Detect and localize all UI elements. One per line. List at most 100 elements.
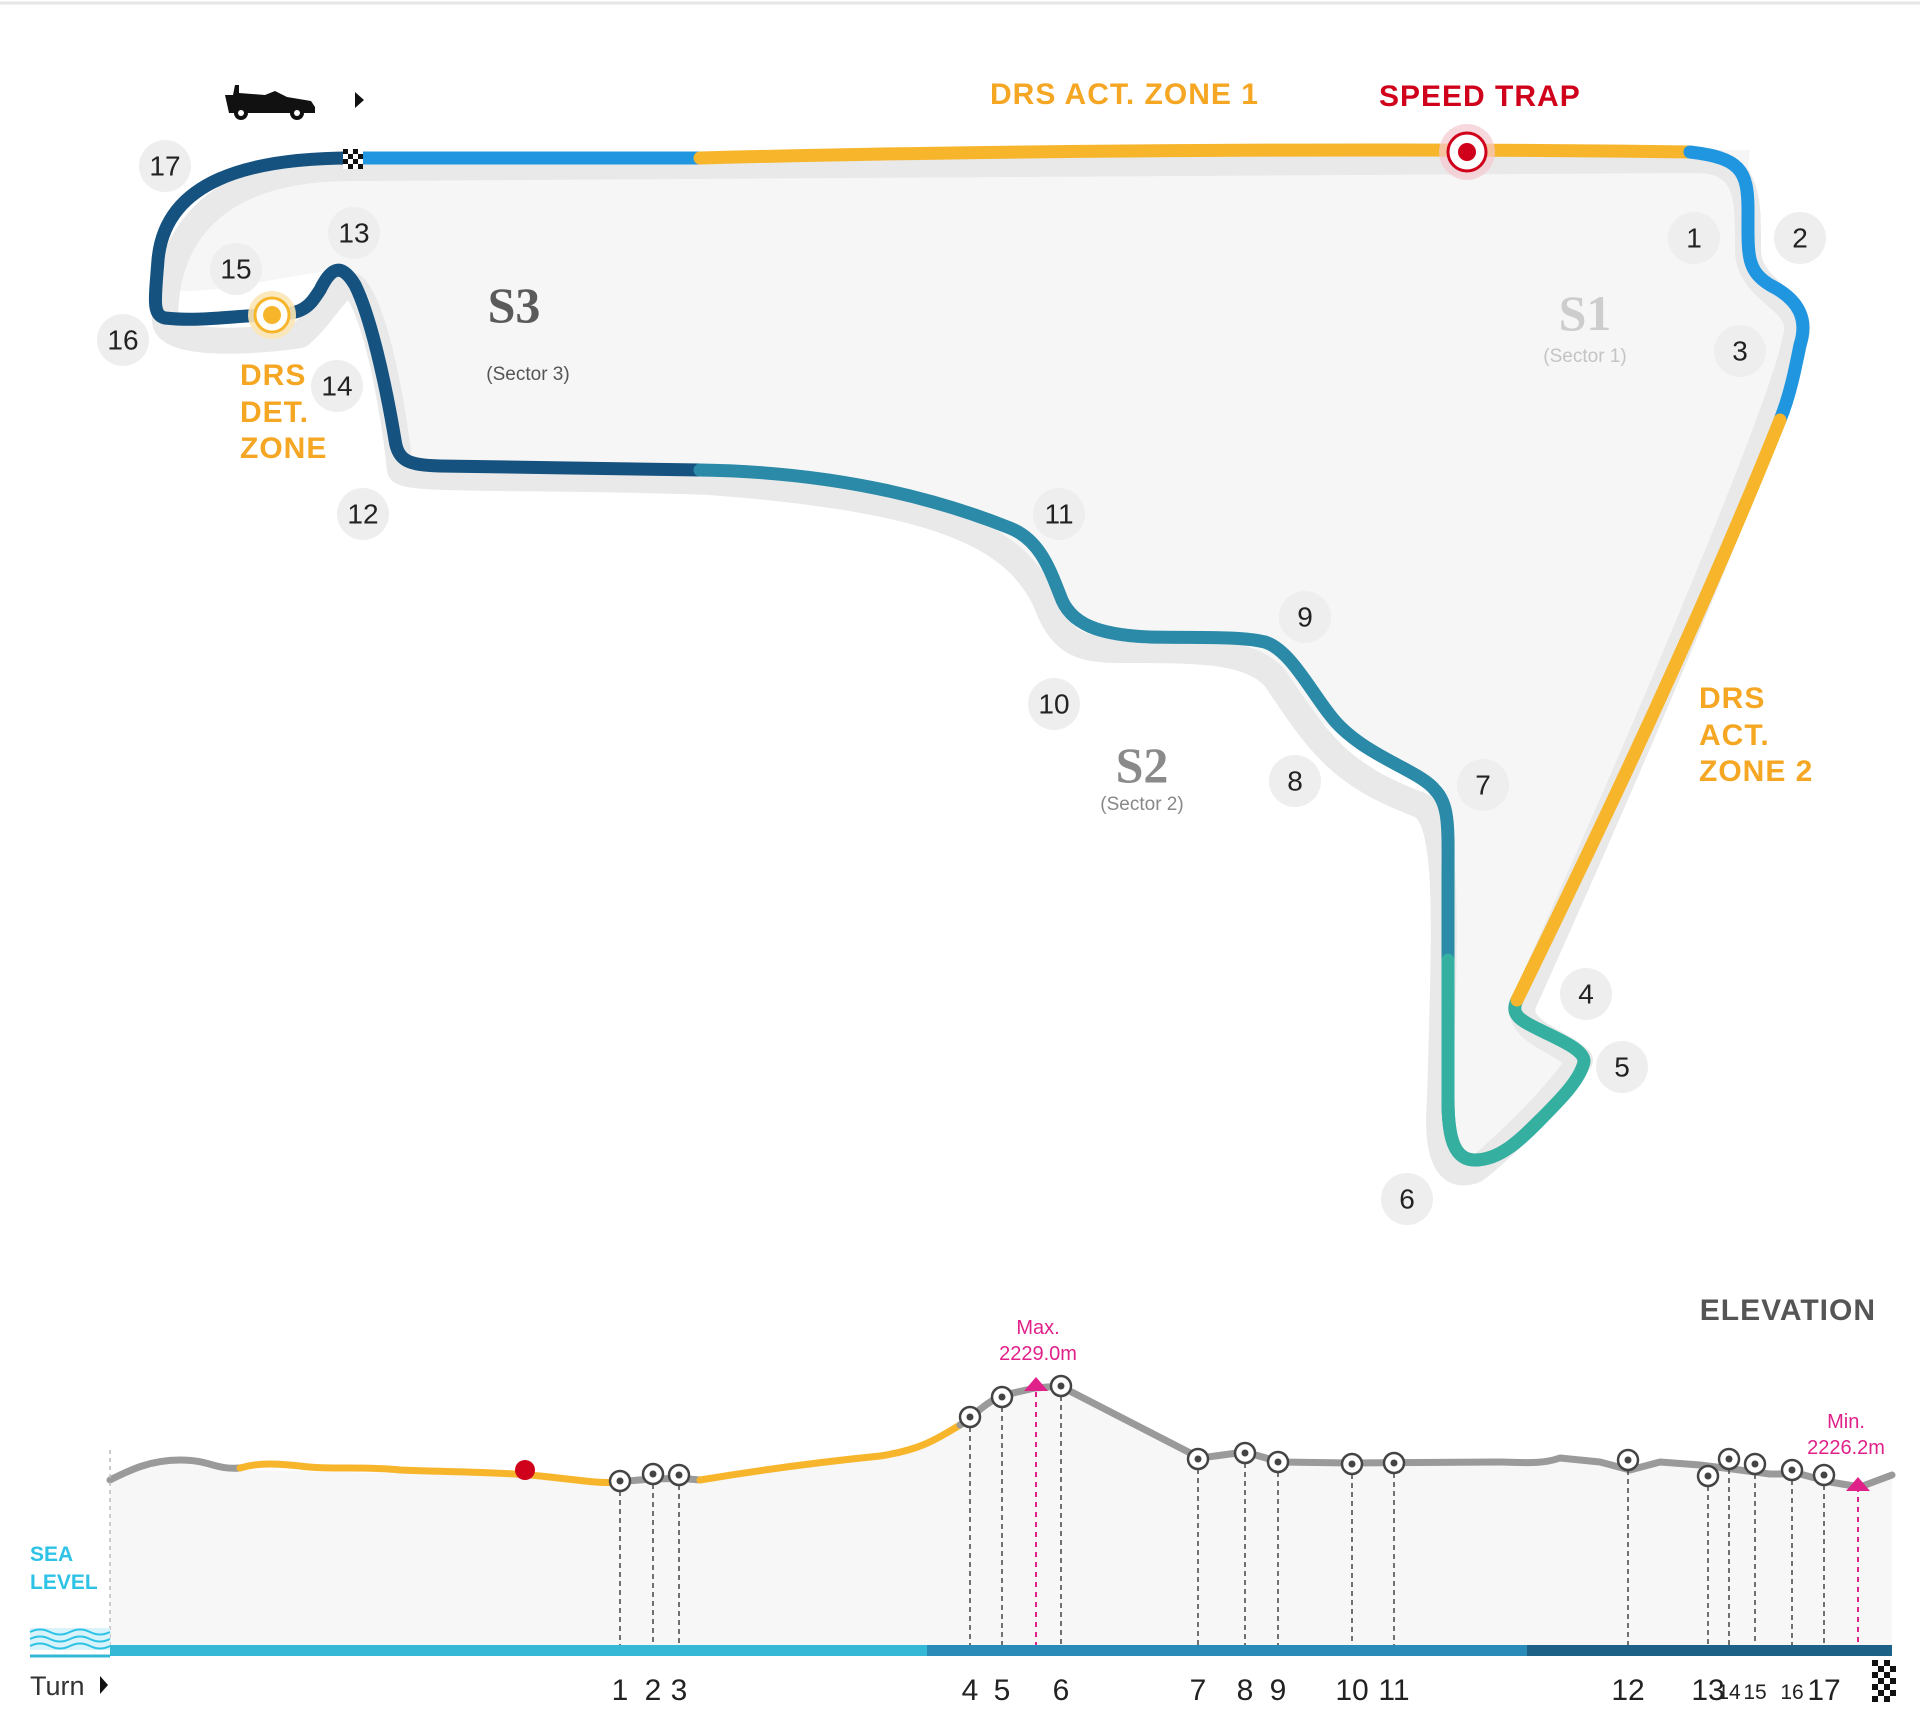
sea-level-line-1: SEA: [30, 1543, 73, 1566]
elevation-sector-bar-1: [110, 1645, 927, 1656]
turn-badge-label: 10: [1038, 689, 1069, 720]
sector-3-name: S3: [488, 277, 541, 333]
sector-1-sub: (Sector 1): [1543, 346, 1626, 367]
turn-badge-label: 5: [1614, 1052, 1630, 1083]
turn-badge-circle: [1457, 759, 1509, 811]
track-interior-fill: [155, 150, 1802, 1155]
speed-trap-icon: [1439, 124, 1495, 180]
elevation-turn-tick-17: 17: [1807, 1674, 1840, 1707]
sector-2-name: S2: [1116, 737, 1169, 793]
max-elevation-marker: [1024, 1377, 1048, 1391]
elevation-turn-tick-13: 13: [1691, 1674, 1724, 1707]
track-segment-drs-zone-1: [693, 143, 1697, 165]
turn-badge-label: 14: [321, 371, 352, 402]
turn-axis-arrow-icon: [100, 1676, 108, 1694]
elevation-turn-tick-5: 5: [994, 1674, 1011, 1707]
drs-zone-2-label: DRS ACT. ZONE 2: [1699, 682, 1813, 788]
turn-badge-17: 17: [139, 140, 191, 192]
max-elevation-value: 2229.0m: [999, 1343, 1077, 1365]
turn-badge-circle: [97, 314, 149, 366]
elevation-turn-tick-8: 8: [1237, 1674, 1254, 1707]
elevation-speed-trap-dot: [515, 1460, 535, 1480]
elevation-sector-bar-2: [927, 1645, 1527, 1656]
sea-level-line-2: LEVEL: [30, 1571, 98, 1594]
car-icon: [225, 85, 315, 120]
elevation-turn-marker-dot: [1348, 1460, 1356, 1468]
elevation-turn-marker-dot: [1241, 1449, 1249, 1457]
drs-zone-2-line-3: ZONE 2: [1699, 755, 1813, 788]
turn-badge-label: 2: [1792, 223, 1808, 254]
elevation-turn-tick-2: 2: [645, 1674, 662, 1707]
elevation-turn-tick-15: 15: [1743, 1681, 1766, 1704]
turn-badge-circle: [328, 207, 380, 259]
turn-badge-14: 14: [311, 360, 363, 412]
turn-badge-3: 3: [1714, 325, 1766, 377]
elevation-area: [110, 1386, 1892, 1645]
elevation-turn-marker-dot: [1194, 1455, 1202, 1463]
drs-detection-label: DRS DET. ZONE: [240, 359, 326, 465]
drs-det-line-1: DRS: [240, 359, 306, 392]
sector-2-sub: (Sector 2): [1100, 794, 1183, 815]
turn-badge-circle: [1028, 678, 1080, 730]
elevation-turn-tick-16: 16: [1780, 1681, 1803, 1704]
elevation-turn-marker-dot: [998, 1393, 1006, 1401]
elevation-profile-grey-start: [106, 1456, 244, 1484]
elevation-profile-drs-1: [236, 1460, 624, 1487]
elevation-turn-tick-10: 10: [1335, 1674, 1368, 1707]
drs-zone-2-line-2: ACT.: [1699, 719, 1770, 752]
max-elevation-label: Max.: [1016, 1317, 1059, 1339]
drs-zone-1-label: DRS ACT. ZONE 1: [990, 78, 1259, 111]
turn-badge-label: 13: [338, 218, 369, 249]
min-elevation-value: 2226.2m: [1807, 1437, 1885, 1459]
turn-badge-11: 11: [1033, 488, 1085, 540]
elevation-turn-markers: [608, 1374, 1836, 1645]
turn-badge-circle: [311, 360, 363, 412]
elevation-turn-marker-dot: [1624, 1456, 1632, 1464]
turn-badge-circle: [1381, 1173, 1433, 1225]
track-segment-drs-zone-2: [1510, 413, 1787, 1007]
turn-badge-7: 7: [1457, 759, 1509, 811]
elevation-profile-grey-end: [956, 1382, 1896, 1491]
elevation-turn-marker-dot: [1751, 1460, 1759, 1468]
sector-3-sub: (Sector 3): [486, 364, 569, 385]
turn-badge-circle: [210, 243, 262, 295]
elevation-profile-drs-2: [696, 1421, 964, 1484]
drs-det-line-2: DET.: [240, 396, 309, 429]
drs-detection-icon: [248, 291, 296, 339]
turn-badge-circle: [1668, 212, 1720, 264]
turn-badge-circle: [1279, 591, 1331, 643]
elevation-turn-tick-14: 14: [1717, 1681, 1741, 1704]
turn-badge-12: 12: [337, 488, 389, 540]
elevation-turn-tick-6: 6: [1053, 1674, 1070, 1707]
turn-badge-label: 1: [1686, 223, 1702, 254]
elevation-turn-tick-7: 7: [1190, 1674, 1207, 1707]
turn-badge-label: 15: [220, 254, 251, 285]
elevation-turn-marker-dot: [616, 1477, 624, 1485]
turn-axis-label: Turn: [30, 1671, 85, 1701]
elevation-turn-marker-dot: [1274, 1458, 1282, 1466]
turn-badge-circle: [1714, 325, 1766, 377]
elevation-turn-marker-dot: [1704, 1472, 1712, 1480]
turn-badge-label: 7: [1475, 770, 1491, 801]
turn-badge-5: 5: [1596, 1041, 1648, 1093]
turn-badge-circle: [1269, 755, 1321, 807]
elevation-turn-marker-dot: [1725, 1455, 1733, 1463]
play-arrow-icon: [355, 92, 364, 108]
min-elevation-marker: [1846, 1477, 1870, 1491]
elevation-turn-marker-dot: [1820, 1471, 1828, 1479]
turn-badge-10: 10: [1028, 678, 1080, 730]
turn-badge-circle: [1596, 1041, 1648, 1093]
turn-badge-label: 12: [347, 499, 378, 530]
sea-waves-icon: [29, 1628, 111, 1650]
elevation-turn-marker-dot: [1057, 1382, 1065, 1390]
elevation-turn-tick-12: 12: [1611, 1674, 1644, 1707]
turn-badge-6: 6: [1381, 1173, 1433, 1225]
speed-trap-label: SPEED TRAP: [1379, 80, 1581, 113]
elevation-turn-tick-4: 4: [962, 1674, 979, 1707]
turn-badge-label: 6: [1399, 1184, 1415, 1215]
sector-1-name: S1: [1559, 285, 1612, 341]
